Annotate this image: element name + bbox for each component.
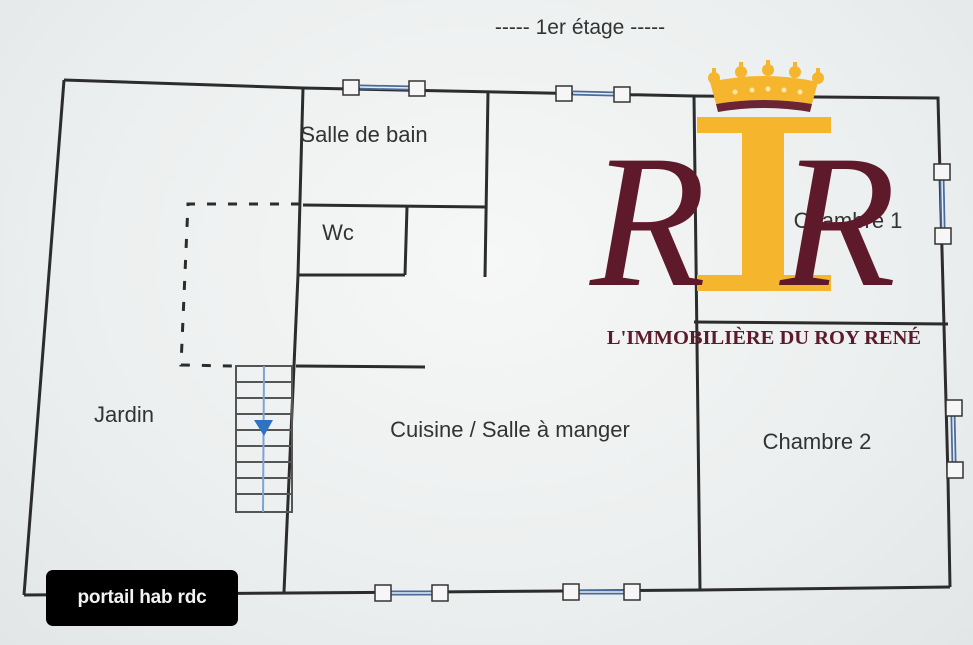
caption-badge: portail hab rdc — [46, 570, 238, 626]
window-bottom-1 — [374, 584, 449, 602]
stairs-arrow-icon — [254, 420, 273, 436]
room-label-salle-de-bain: Salle de bain — [300, 122, 427, 147]
crown-icon — [708, 60, 824, 112]
window-right-2 — [945, 399, 964, 479]
room-label-chambre-2: Chambre 2 — [763, 429, 872, 454]
window-top-1 — [342, 79, 426, 97]
windows — [342, 79, 964, 602]
room-label-jardin: Jardin — [94, 402, 154, 427]
logo-company-name: L'IMMOBILIÈRE DU ROY RENÉ — [607, 326, 921, 349]
logo: R R L'IMMOBILIÈRE DU ROY RENÉ — [588, 60, 921, 349]
room-label-cuisine: Cuisine / Salle à manger — [390, 417, 630, 442]
staircase — [235, 365, 293, 513]
room-label-chambre-1: Chambre 1 — [794, 208, 903, 233]
room-label-wc: Wc — [322, 220, 354, 245]
logo-letter-i — [697, 117, 831, 291]
window-top-2 — [555, 85, 631, 103]
logo-letter-r-right: R — [778, 117, 896, 327]
window-right-1 — [933, 163, 952, 245]
dashed-outline — [179, 202, 300, 368]
plan-title: ----- 1er étage ----- — [495, 16, 665, 39]
logo-letter-r-left: R — [588, 117, 706, 327]
caption-badge-text: portail hab rdc — [77, 587, 207, 608]
window-bottom-2 — [562, 583, 641, 601]
